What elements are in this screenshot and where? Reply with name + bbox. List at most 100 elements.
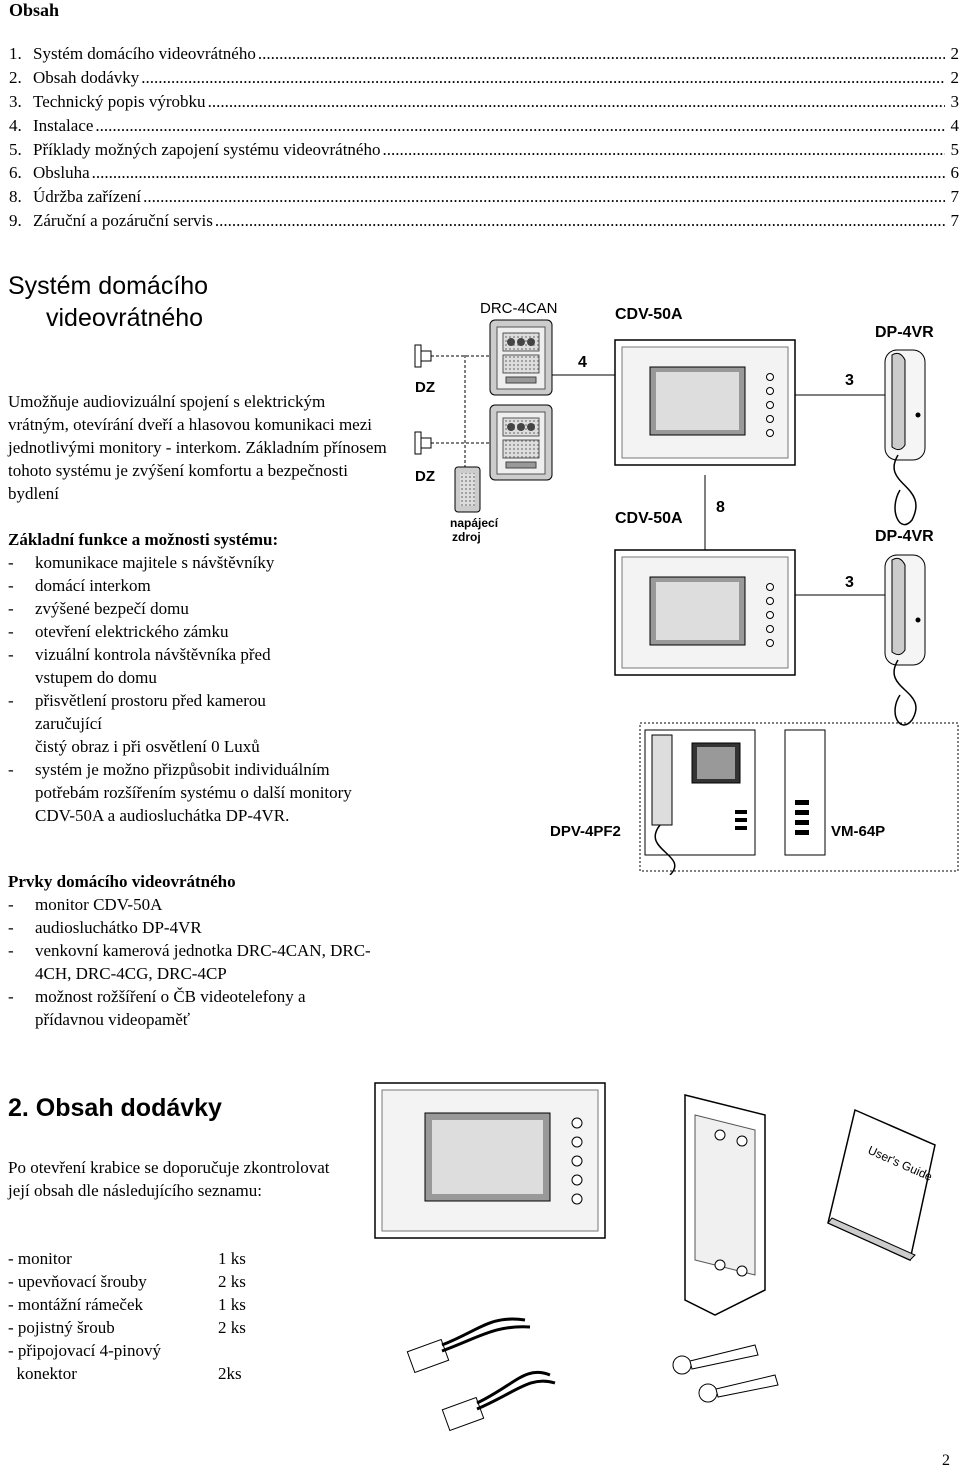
toc-number: 8. <box>9 187 22 207</box>
bw-videophone-label: DPV-4PF2 <box>550 823 621 840</box>
door-lock-icon <box>414 431 490 455</box>
toc-entry[interactable]: 4. Instalace 4 <box>9 116 959 140</box>
outdoor-camera-unit <box>489 404 553 481</box>
section-1-intro: Umožňuje audiovizuální spojení s elektri… <box>8 392 387 503</box>
toc-page: 7 <box>950 187 960 207</box>
toc-title: Příklady možných zapojení systému videov… <box>33 139 381 159</box>
toc-entry[interactable]: 9. Záruční a pozáruční servis 7 <box>9 211 959 235</box>
list-item: -monitor CDV-50A <box>8 895 163 914</box>
wire-count-label: 3 <box>845 574 854 591</box>
list-item: -přisvětlení prostoru před kamerou zaruč… <box>8 691 266 733</box>
handset-label: DP-4VR <box>875 528 934 545</box>
toc-page: 5 <box>950 139 960 159</box>
list-item: -komunikace majitele s návštěvníky <box>8 553 275 572</box>
toc-title: Obsah dodávky <box>33 67 140 87</box>
power-supply-label: zdroj <box>452 530 481 544</box>
elements-heading: Prvky domácího videovrátného <box>8 872 236 891</box>
wire-count-label: 3 <box>845 372 854 389</box>
toc-leader <box>382 140 945 160</box>
door-lock-icon <box>414 344 490 368</box>
outdoor-camera-unit <box>489 319 553 396</box>
camera-label: DRC-4CAN <box>480 300 558 317</box>
toc-number: 2. <box>9 67 22 87</box>
camera-lens-icon <box>507 338 515 346</box>
power-supply-icon <box>454 466 481 513</box>
monitor-illustration <box>374 1082 606 1239</box>
list-item: -zvýšené bezpečí domu <box>8 599 189 618</box>
list-item: -vizuální kontrola návštěvníka před vstu… <box>8 645 271 687</box>
functions-heading: Základní funkce a možnosti systému: <box>8 530 279 549</box>
section-1-title: Systém domácího videovrátného <box>8 270 208 334</box>
toc-leader <box>143 187 945 207</box>
toc-leader <box>215 211 945 231</box>
delivery-contents-illustration: User's Guide <box>374 1082 936 1432</box>
system-wiring-diagram: DZ DZ DRC-4CAN napájecí zdroj 4 8 <box>414 300 959 875</box>
toc-entry[interactable]: 5.Příklady možných zapojení systému vide… <box>9 140 959 164</box>
toc-number: 9. <box>9 211 22 231</box>
connector-icon <box>406 1317 531 1374</box>
mounting-frame-illustration <box>684 1094 766 1316</box>
toc-number: 4. <box>9 115 22 135</box>
elements-block: Prvky domácího videovrátného -monitor CD… <box>8 870 388 1031</box>
wire-count-label: 4 <box>578 354 587 371</box>
list-item: -systém je možno přizpůsobit individuáln… <box>8 760 352 825</box>
toc-entry[interactable]: 3. Technický popis výrobku 3 <box>9 92 959 116</box>
page-number: 2 <box>942 1452 950 1469</box>
toc-number: 1. <box>9 44 22 63</box>
section-1-title-line2: videovrátného <box>46 304 204 332</box>
handset-label: DP-4VR <box>875 324 934 341</box>
toc-title: Systém domácího videovrátného <box>33 44 256 63</box>
section-2-intro: Po otevření krabice se doporučuje zkontr… <box>8 1158 330 1200</box>
bw-videophone-dpv-4pf2 <box>644 729 756 875</box>
toc-page: 6 <box>950 163 960 183</box>
toc-entry[interactable]: 2.Obsah dodávky2 <box>9 68 959 92</box>
monitor-label: CDV-50A <box>615 306 683 323</box>
toc-page: 7 <box>950 211 960 231</box>
table-of-contents: 1. Systém domácího videovrátného 2 2. Obsah… <box>9 44 959 235</box>
list-item: -domácí interkom <box>8 576 151 595</box>
toc-page: 2 <box>950 44 960 63</box>
toc-title: Instalace <box>33 115 94 135</box>
list-item: - připojovací 4-pinový <box>8 1341 161 1360</box>
toc-number: 6. <box>9 163 22 183</box>
screw-icon <box>672 1344 759 1375</box>
monitor-label: CDV-50A <box>615 510 683 527</box>
toc-entry[interactable]: 6. Obsluha 6 <box>9 163 959 187</box>
toc-page: 3 <box>950 91 960 111</box>
toc-title: Obsluha <box>33 163 90 183</box>
toc-number: 3. <box>9 91 22 111</box>
wire-count-label: 8 <box>716 499 725 516</box>
audio-handset-dp-4vr <box>884 349 926 526</box>
toc-title: Záruční a pozáruční servis <box>33 211 213 231</box>
toc-title: Údržba zařízení <box>33 187 142 207</box>
video-memory-label: VM-64P <box>831 823 885 840</box>
list-item: -venkovní kamerová jednotka DRC-4CAN, DR… <box>8 941 371 983</box>
toc-page: 4 <box>950 115 960 135</box>
list-item: -otevření elektrického zámku <box>8 622 229 641</box>
list-item-continuation: čistý obraz i při osvětlení 0 Luxů <box>35 737 260 756</box>
video-memory-vm-64p <box>784 729 826 856</box>
toc-title: Technický popis výrobku <box>33 91 206 111</box>
screw-icon <box>698 1374 779 1403</box>
monitor-cdv-50a <box>614 339 796 466</box>
camera-lens-icon <box>507 423 515 431</box>
toc-leader <box>208 92 945 112</box>
section-1-title-line1: Systém domácího <box>8 272 209 300</box>
toc-heading: Obsah <box>9 0 60 20</box>
lock-label: DZ <box>415 379 435 396</box>
lock-label: DZ <box>415 468 435 485</box>
monitor-cdv-50a <box>614 549 796 676</box>
power-supply-label: napájecí <box>450 516 499 530</box>
functions-block: Základní funkce a možnosti systému: -kom… <box>8 528 388 827</box>
toc-entry[interactable]: 8. Údržba zařízení 7 <box>9 187 959 211</box>
toc-leader <box>258 44 945 64</box>
toc-entry[interactable]: 1. Systém domácího videovrátného 2 <box>9 44 959 68</box>
toc-leader <box>92 163 945 183</box>
toc-leader <box>95 116 945 136</box>
list-item: -možnost rožšíření o ČB videotelefony a … <box>8 987 306 1029</box>
